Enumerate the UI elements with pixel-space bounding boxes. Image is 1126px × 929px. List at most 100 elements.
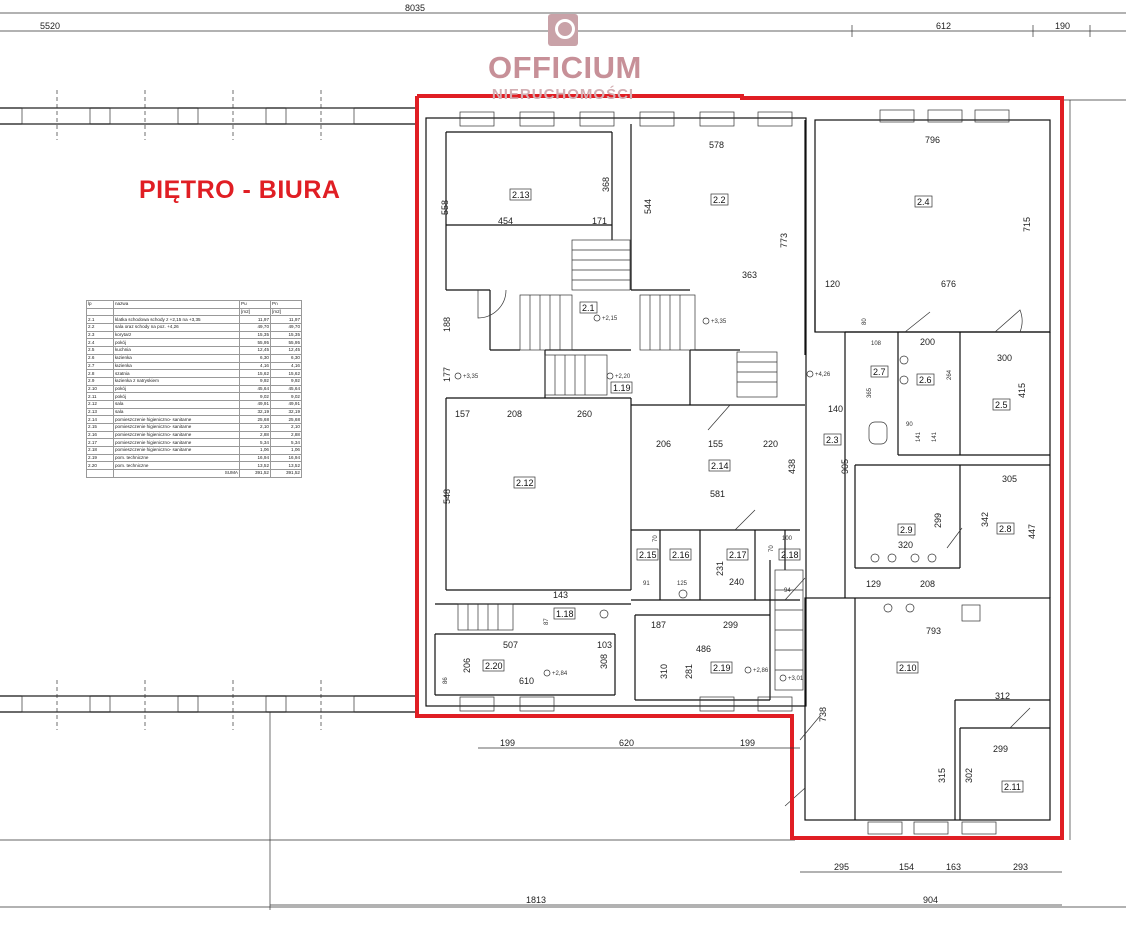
dim-bottom-904: 904 [923, 895, 938, 905]
dim-200: 200 [920, 337, 935, 347]
dim-447: 447 [1027, 524, 1037, 539]
room-name-cell: sala [113, 399, 240, 409]
room-name-cell: korytarz [113, 330, 240, 340]
room-pu-cell: 1,06 [239, 446, 271, 455]
dim-368: 368 [601, 177, 611, 192]
room-name-cell: pokój [113, 338, 240, 348]
room-number-cell: 2.20 [86, 461, 114, 471]
dim-548: 548 [442, 489, 452, 504]
dim-129: 129 [866, 579, 881, 589]
room-pn-cell: 49,70 [270, 323, 302, 332]
unit-cell: [m2] [239, 307, 271, 317]
room-name-cell: pomieszczenie higieniczno- sanitarne [113, 430, 240, 440]
room-pu-cell: 6,30 [239, 353, 271, 363]
room-pn-cell: 9,02 [270, 392, 302, 401]
room-pu-cell: 15,35 [239, 330, 271, 340]
dim-240: 240 [729, 577, 744, 587]
room-label-2-8: 2.8 [999, 524, 1012, 534]
dim-310: 310 [659, 664, 669, 679]
room-pu-cell: 12,45 [239, 346, 271, 355]
room-name-cell: kuchnia [113, 346, 240, 355]
officium-logo: OFFICIUM NIERUCHOMOŚCI [488, 14, 641, 109]
room-label-2-11: 2.11 [1004, 782, 1021, 792]
dim-120: 120 [825, 279, 840, 289]
dim-507: 507 [503, 640, 518, 650]
dim-bottom-293: 293 [1013, 862, 1028, 872]
dim-80: 80 [862, 318, 868, 325]
room-label-2-20: 2.20 [485, 661, 503, 671]
room-pu-cell: 16,94 [239, 453, 271, 463]
dim-260: 260 [577, 409, 592, 419]
level-marker: +3,35 [711, 319, 727, 325]
dim-793: 793 [926, 626, 941, 636]
room-label-2-17: 2.17 [729, 550, 747, 560]
room-pu-cell: 55,95 [239, 338, 271, 348]
dim-231: 231 [715, 561, 725, 576]
room-pu-cell: 45,64 [239, 384, 271, 394]
dim-264: 264 [947, 369, 953, 380]
dim-140: 140 [828, 404, 843, 414]
dim-676: 676 [941, 279, 956, 289]
column-header: nazwa [113, 300, 240, 309]
dim-300: 300 [997, 353, 1012, 363]
dim-773: 773 [779, 233, 789, 248]
room-pn-cell: 15,35 [270, 330, 302, 340]
room-name-cell: szatnia [113, 369, 240, 378]
dim-bottom-295: 295 [834, 862, 849, 872]
room-pu-cell: 9,92 [239, 376, 271, 386]
room-number-cell: 2.10 [86, 384, 114, 394]
room-number-cell: 2.16 [86, 430, 114, 440]
level-marker: +3,01 [788, 676, 804, 682]
dim-bottom-1813: 1813 [526, 895, 546, 905]
dim-544: 544 [643, 199, 653, 214]
dim-208: 208 [507, 409, 522, 419]
dim-206: 206 [656, 439, 671, 449]
room-label-2-16: 2.16 [672, 550, 690, 560]
level-marker: +3,35 [463, 374, 479, 380]
room-pn-cell: 49,91 [270, 399, 302, 409]
room-label-2-12: 2.12 [516, 478, 534, 488]
sum-pn: 391,52 [270, 469, 302, 478]
room-label-2-7: 2.7 [873, 367, 886, 377]
dim-738: 738 [818, 707, 828, 722]
dim-top-190: 190 [1055, 21, 1070, 31]
room-pu-cell: 49,91 [239, 399, 271, 409]
room-name-cell: sala [113, 407, 240, 417]
room-pu-cell: 32,19 [239, 407, 271, 417]
room-number-cell: 2.15 [86, 423, 114, 432]
room-name-cell: sala oraz schody na poz. +4,26 [113, 323, 240, 332]
dim-70: 70 [653, 535, 659, 542]
dim-143: 143 [553, 590, 568, 600]
dim-91: 91 [643, 581, 650, 587]
room-label-1-19: 1.19 [613, 383, 631, 393]
room-label-2-1: 2.1 [582, 303, 595, 313]
dim-299-v: 299 [933, 513, 943, 528]
room-label-1-18: 1.18 [556, 609, 574, 619]
dim-558: 558 [440, 200, 450, 215]
room-pn-cell: 1,06 [270, 446, 302, 455]
room-name-cell: łazienka z natryskiem [113, 376, 240, 386]
room-label-2-15: 2.15 [639, 550, 657, 560]
dim-187: 187 [651, 620, 666, 630]
room-pu-cell: 15,62 [239, 369, 271, 378]
room-label-2-9: 2.9 [900, 525, 913, 535]
room-label-2-6: 2.6 [919, 375, 932, 385]
room-pn-cell: 9,92 [270, 376, 302, 386]
building-outline [0, 90, 1126, 910]
dim-315: 315 [937, 768, 947, 783]
room-name-cell: pokój [113, 384, 240, 394]
room-labels: 2.1 2.2 2.3 2.4 2.5 2.6 2.7 2.8 2.9 2.10… [482, 188, 1024, 793]
level-marker: +4,26 [815, 372, 831, 378]
room-name-cell: pom. techniczne [113, 461, 240, 471]
room-label-2-2: 2.2 [713, 195, 726, 205]
